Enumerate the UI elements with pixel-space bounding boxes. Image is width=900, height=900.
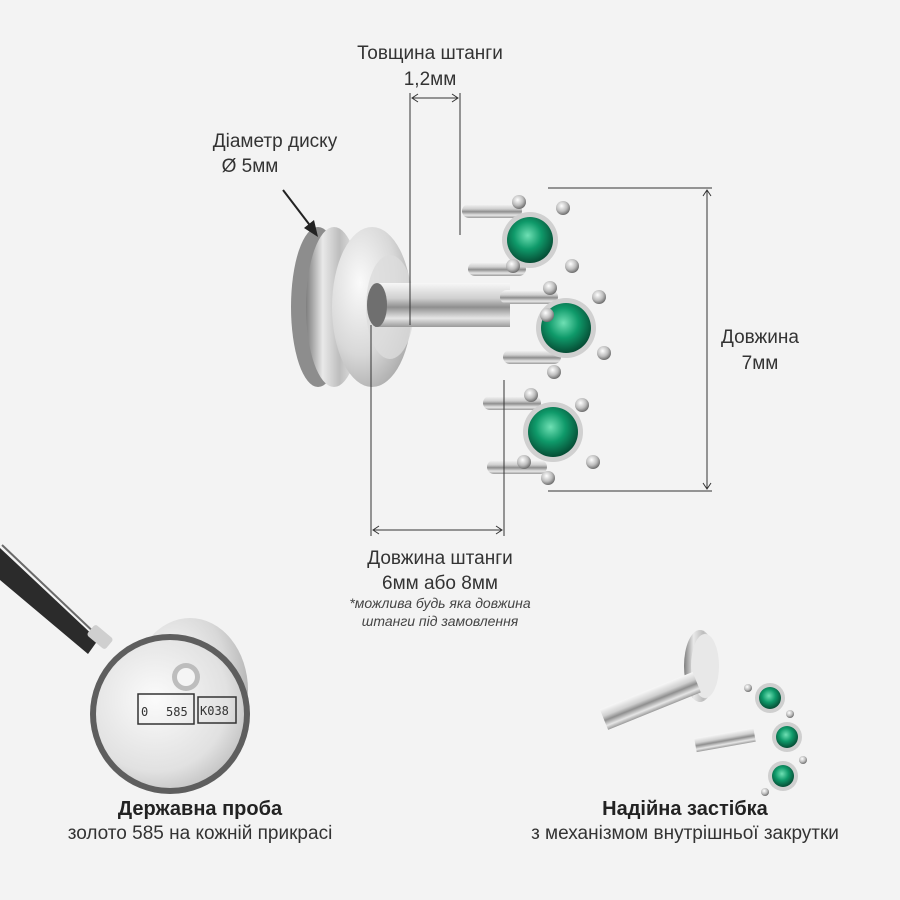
clasp-caption-title: Надійна застібка	[602, 798, 768, 820]
gem-middle	[500, 281, 611, 379]
hallmark-magnifier: 0 585 К038	[0, 544, 250, 794]
length-title: Довжина	[721, 327, 799, 348]
main-earring	[291, 227, 510, 387]
hallmark-stamp	[137, 693, 237, 725]
stamp-code: К038	[200, 704, 229, 718]
hallmark-caption-sub: золото 585 на кожній прикрасі	[67, 823, 333, 844]
disc-diameter-title: Діаметр диску	[212, 131, 338, 152]
hallmark-caption-title: Державна проба	[117, 798, 283, 820]
stamp-mark: 0	[141, 705, 148, 719]
stamp-purity: 585	[166, 705, 188, 719]
bar-thickness-value: 1,2мм	[403, 69, 457, 90]
bar	[375, 283, 510, 327]
clasp-caption-sub: з механізмом внутрішньої закрутки	[531, 823, 839, 844]
bar-length-value: 6мм або 8мм	[382, 573, 498, 594]
disassembled-earring	[599, 630, 807, 796]
dimension-lines	[370, 93, 712, 536]
gem-setting	[462, 195, 611, 485]
bar-length-note-line1: *можлива будь яка довжина	[349, 595, 531, 611]
bar-length-title: Довжина штанги	[367, 548, 513, 569]
bar-thickness-title: Товщина штанги	[357, 43, 503, 64]
disc-diameter-value: Ø 5мм	[221, 156, 279, 177]
gem-bottom	[483, 388, 600, 485]
disc-arrow	[282, 189, 318, 237]
length-value: 7мм	[741, 353, 779, 374]
gem-top	[462, 195, 579, 276]
bar-length-note-line2: штанги під замовлення	[361, 613, 519, 629]
